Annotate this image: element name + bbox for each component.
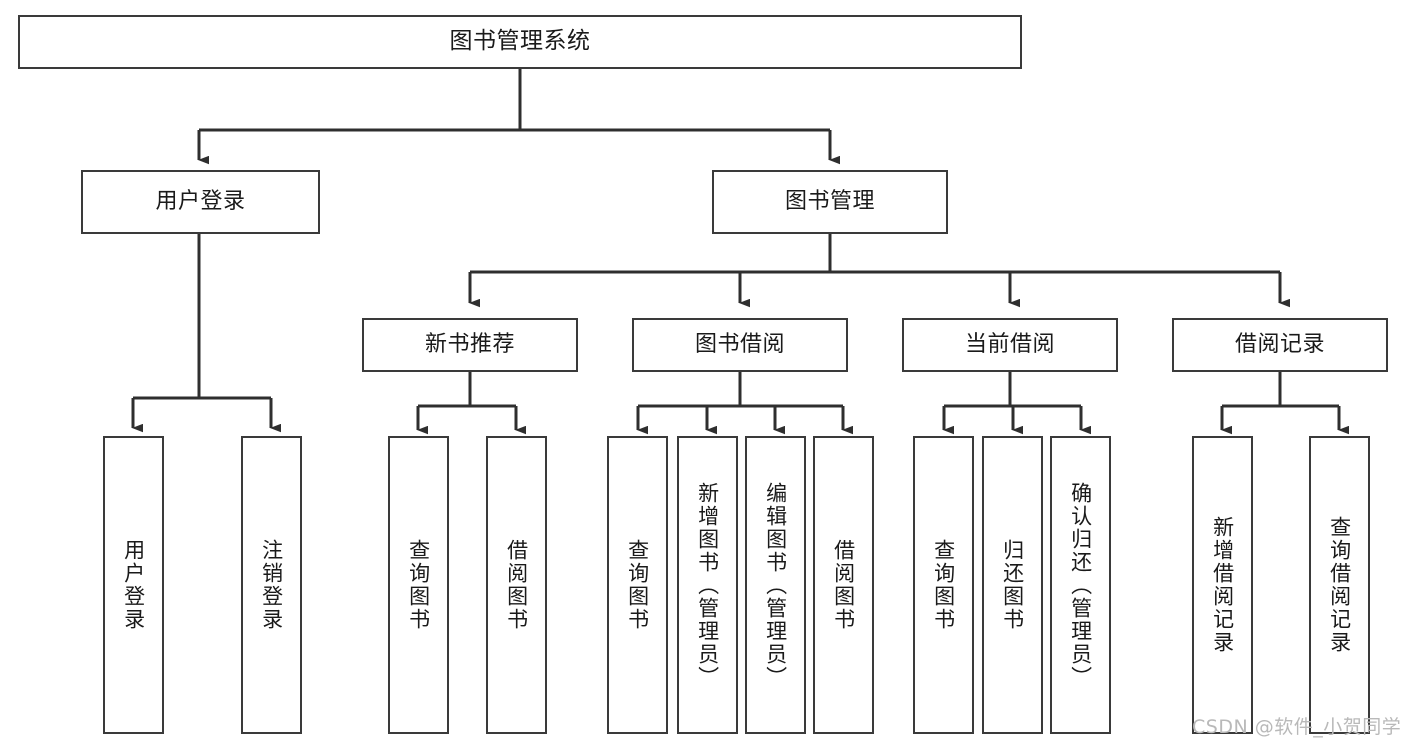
leaf-user-login-login[interactable]: 用户登录 <box>103 436 164 734</box>
leaf-borrow-edit-book-admin[interactable]: 编辑图书（管理员） <box>745 436 806 734</box>
node-label: 用户登录 <box>155 188 246 214</box>
node-label: 图书管理 <box>784 188 875 214</box>
node-label: 查询图书 <box>406 539 431 631</box>
node-label: 注销登录 <box>259 539 284 631</box>
node-label: 归还图书 <box>1000 539 1025 631</box>
node-new-book-recommend[interactable]: 新书推荐 <box>362 318 578 372</box>
node-label: 图书借阅 <box>694 331 785 357</box>
leaf-recommend-query-book[interactable]: 查询图书 <box>388 436 449 734</box>
leaf-recommend-borrow-book[interactable]: 借阅图书 <box>486 436 547 734</box>
node-label: 借阅图书 <box>831 539 856 631</box>
node-label: 确认归还（管理员） <box>1068 481 1093 689</box>
leaf-current-return-book[interactable]: 归还图书 <box>982 436 1043 734</box>
leaf-current-query-book[interactable]: 查询图书 <box>913 436 974 734</box>
node-label: 借阅记录 <box>1234 331 1325 357</box>
leaf-user-login-logout[interactable]: 注销登录 <box>241 436 302 734</box>
node-label: 查询借阅记录 <box>1327 516 1352 654</box>
node-label: 编辑图书（管理员） <box>763 481 788 689</box>
node-user-login[interactable]: 用户登录 <box>81 170 320 234</box>
node-label: 查询图书 <box>625 539 650 631</box>
node-current-borrow[interactable]: 当前借阅 <box>902 318 1118 372</box>
node-label: 新增借阅记录 <box>1210 516 1235 654</box>
node-label: 新增图书（管理员） <box>695 481 720 689</box>
leaf-borrow-add-book-admin[interactable]: 新增图书（管理员） <box>677 436 738 734</box>
leaf-borrow-borrow-book[interactable]: 借阅图书 <box>813 436 874 734</box>
node-label: 用户登录 <box>121 539 146 631</box>
leaf-record-add-record[interactable]: 新增借阅记录 <box>1192 436 1253 734</box>
node-book-borrow[interactable]: 图书借阅 <box>632 318 848 372</box>
node-label: 查询图书 <box>931 539 956 631</box>
node-book-management[interactable]: 图书管理 <box>712 170 948 234</box>
leaf-borrow-query-book[interactable]: 查询图书 <box>607 436 668 734</box>
leaf-current-confirm-return-admin[interactable]: 确认归还（管理员） <box>1050 436 1111 734</box>
node-label: 当前借阅 <box>964 331 1055 357</box>
leaf-record-query-record[interactable]: 查询借阅记录 <box>1309 436 1370 734</box>
node-label: 图书管理系统 <box>449 28 591 55</box>
node-borrow-record[interactable]: 借阅记录 <box>1172 318 1388 372</box>
node-label: 新书推荐 <box>424 331 515 357</box>
node-label: 借阅图书 <box>504 539 529 631</box>
watermark: CSDN @软件_小贺同学 <box>1192 716 1402 738</box>
node-root-system[interactable]: 图书管理系统 <box>18 15 1022 69</box>
